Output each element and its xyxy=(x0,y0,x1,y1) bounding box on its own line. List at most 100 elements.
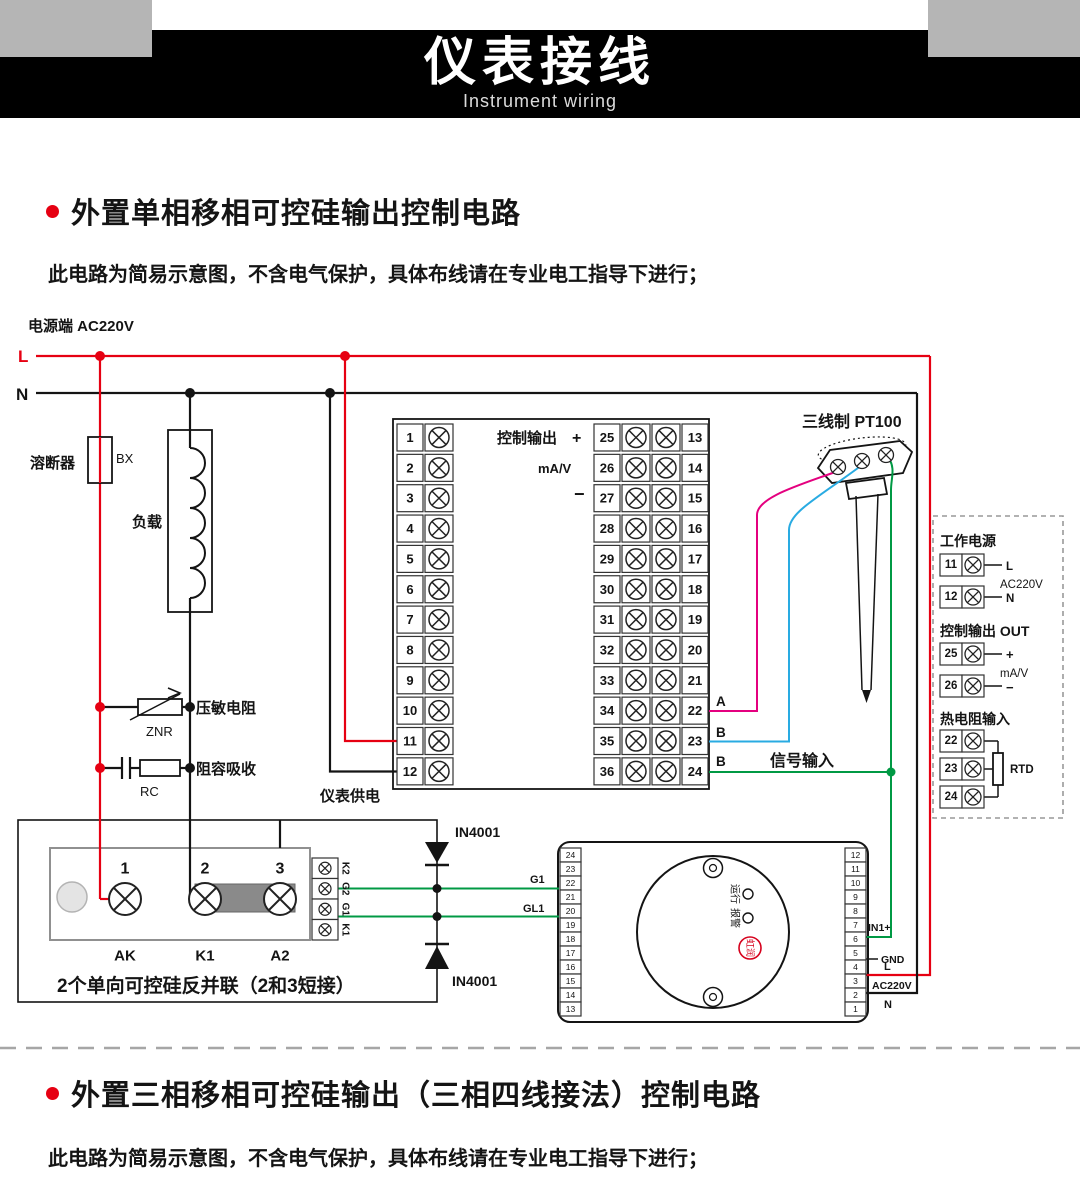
section-title-text: 外置单相移相可控硅输出控制电路 xyxy=(71,198,522,230)
terminal-number: 16 xyxy=(566,962,576,972)
screw-terminal-icon xyxy=(318,882,332,896)
terminal-number: 14 xyxy=(688,460,703,475)
section-note: 此电路为简易示意图，不含电气保护，具体布线请在专业电工指导下进行； xyxy=(48,1148,708,1170)
screw-terminal-icon xyxy=(625,608,647,631)
sensor-tip-icon xyxy=(862,690,871,703)
screw-terminal-icon xyxy=(655,457,677,479)
terminal-number: 7 xyxy=(406,612,413,627)
terminal-number: 28 xyxy=(600,521,614,536)
screw-terminal-icon xyxy=(625,639,647,661)
rtd-b2-label: B xyxy=(716,754,726,769)
scr-terminal-name: A2 xyxy=(270,948,289,965)
header-corner-left xyxy=(0,0,152,57)
terminal-number: 21 xyxy=(688,673,702,688)
meter-supply-label: 仪表供电 xyxy=(319,787,380,805)
terminal-number: 32 xyxy=(600,642,614,657)
mav-label: mA/V xyxy=(538,461,572,476)
wire-rtd-b2 xyxy=(866,456,894,938)
terminal-number: 19 xyxy=(566,920,576,930)
bullet-icon xyxy=(46,204,59,218)
screw-terminal-icon xyxy=(428,457,450,479)
screw-terminal-icon xyxy=(655,608,677,631)
terminal-number: 4 xyxy=(853,962,858,972)
terminal-number: 13 xyxy=(566,1004,576,1014)
plus-sign: + xyxy=(572,430,581,447)
terminal-number: 1 xyxy=(853,1004,858,1014)
screw-terminal-icon xyxy=(625,669,647,692)
terminal-number: 18 xyxy=(688,582,702,597)
section-note: 此电路为简易示意图，不含电气保护，具体布线请在专业电工指导下进行； xyxy=(48,264,708,286)
screw-terminal-icon xyxy=(625,457,647,479)
terminal-number: 5 xyxy=(853,948,858,958)
rtd-b1-label: B xyxy=(716,725,726,740)
run-label: 运行 xyxy=(729,884,742,904)
sensor-screws xyxy=(829,446,895,476)
rtd-a-label: A xyxy=(716,694,726,709)
bullet-icon xyxy=(46,1086,59,1100)
terminal-number: 23 xyxy=(566,864,576,874)
terminal-number: 8 xyxy=(853,906,858,916)
scr-terminal-number: 2 xyxy=(201,861,210,878)
terminal-number: 34 xyxy=(600,703,615,718)
terminal-number: 25 xyxy=(945,648,958,660)
diode-bottom-label: IN4001 xyxy=(452,973,497,989)
terminal-number: 33 xyxy=(600,673,614,688)
screw-terminal-icon xyxy=(318,861,332,875)
section-title-text: 外置三相移相可控硅输出（三相四线接法）控制电路 xyxy=(71,1080,762,1112)
diode-top-icon xyxy=(425,842,449,863)
diode-bottom-icon xyxy=(425,946,449,969)
page-title: 仪表接线 xyxy=(423,33,656,92)
terminal-number: 12 xyxy=(945,591,958,603)
screw-terminal-icon xyxy=(625,760,647,783)
screw-terminal-icon xyxy=(263,882,297,916)
screw-terminal-icon xyxy=(318,923,332,937)
gate-terminal-label: K2 xyxy=(340,862,351,875)
gate-terminal-label: G2 xyxy=(340,882,351,896)
page-header: 仪表接线 Instrument wiring xyxy=(0,30,1080,118)
terminal-number: 15 xyxy=(688,491,702,506)
terminal-number: 12 xyxy=(403,764,417,779)
terminal-number: 23 xyxy=(688,734,702,749)
terminal-number: 22 xyxy=(945,735,958,747)
diode-top-label: IN4001 xyxy=(455,824,500,840)
terminal-number: 4 xyxy=(406,521,414,536)
info-power-n: N xyxy=(1006,593,1014,605)
screw-terminal-icon xyxy=(964,732,982,750)
alarm-label: 报警 xyxy=(729,908,742,928)
screw-terminal-icon xyxy=(829,458,847,476)
terminal-number: 30 xyxy=(600,582,614,597)
terminal-number: 11 xyxy=(945,559,958,571)
controller-n-label: N xyxy=(884,999,892,1011)
screw-terminal-icon xyxy=(655,487,677,509)
terminal-number: 16 xyxy=(688,521,702,536)
run-indicator-icon xyxy=(742,888,754,900)
minus-sign: − xyxy=(574,484,585,504)
terminal-number: 14 xyxy=(566,990,576,1000)
screw-terminal-icon xyxy=(964,788,982,806)
screw-terminal-icon xyxy=(964,760,982,778)
info-out-plus: + xyxy=(1006,647,1014,662)
in1-label: IN1+ xyxy=(868,922,890,934)
gl1-label: GL1 xyxy=(523,903,544,915)
terminal-number: 17 xyxy=(688,551,702,566)
screw-terminal-icon xyxy=(964,677,982,695)
terminal-number: 11 xyxy=(403,734,417,749)
screw-terminal-icon xyxy=(625,517,647,540)
mounting-hole-icon xyxy=(56,881,88,913)
screw-terminal-icon xyxy=(625,487,647,509)
wire-l-to-controller xyxy=(866,356,932,977)
screw-terminal-icon xyxy=(853,452,871,470)
terminal-number: 1 xyxy=(406,430,413,445)
screw-terminal-icon xyxy=(655,730,677,752)
rc-label: 阻容吸收 xyxy=(196,760,256,778)
terminal-number: 12 xyxy=(851,850,861,860)
terminal-number: 27 xyxy=(600,491,614,506)
terminal-number: 18 xyxy=(566,934,576,944)
screw-terminal-icon xyxy=(428,639,450,661)
terminal-number: 19 xyxy=(688,612,702,627)
info-power-title: 工作电源 xyxy=(940,533,996,549)
screw-terminal-icon xyxy=(428,760,450,783)
